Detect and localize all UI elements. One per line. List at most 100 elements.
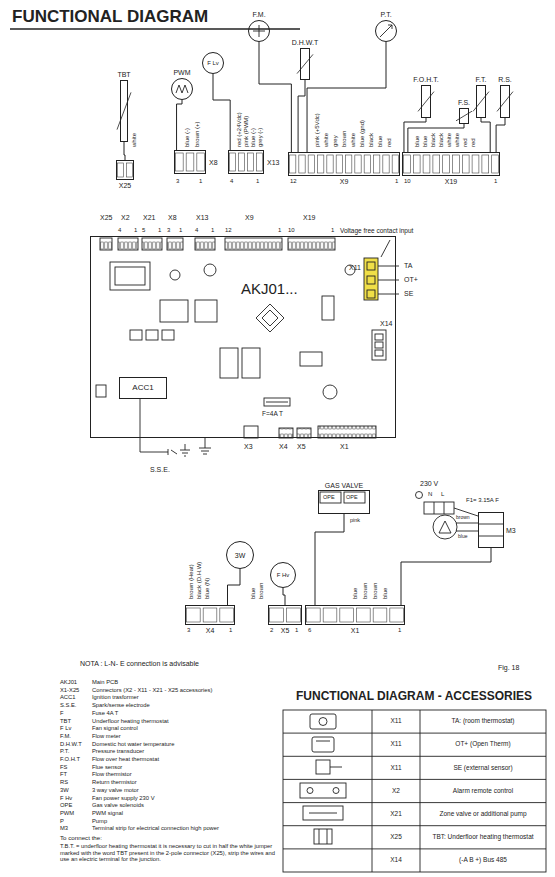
wire-colour-label: red (+24Vdc) (236, 111, 242, 148)
label-text: X21 (390, 811, 402, 818)
node-label: X8 (209, 159, 218, 166)
label-text: 1 (331, 227, 334, 233)
line-art (287, 608, 301, 622)
label-text: OT+ (Open Therm) (455, 741, 510, 748)
label-text: X2 (392, 788, 400, 795)
pcb-parts (364, 258, 378, 300)
label-text: X1-X25 (60, 688, 79, 694)
label-text: 1 (229, 627, 232, 633)
power-parts (344, 492, 365, 503)
label-text: SE (external sensor) (453, 765, 512, 772)
fan-circle: PWM (171, 78, 193, 100)
line-art (473, 92, 489, 112)
label-text: Ignition trasformer (92, 695, 139, 701)
node-label: X9 (340, 178, 349, 185)
node-label: M3 (506, 527, 516, 534)
label-text: F.M. (60, 734, 71, 740)
label-text: T.B.T. = underfloor heating thermostat i… (60, 843, 276, 863)
label-text: blue (458, 534, 467, 539)
line-art (187, 608, 201, 622)
line-art (418, 92, 434, 112)
line-art (443, 155, 450, 173)
label-text: Flow meter (92, 734, 121, 740)
power-parts (434, 502, 435, 514)
pcb-parts (372, 330, 386, 360)
wire-connector (228, 569, 241, 605)
wire-colour-label: brown (341, 130, 347, 148)
accessories-table (333, 788, 339, 794)
line-art (203, 608, 217, 622)
wire-colour-label: grey (332, 134, 338, 148)
label-text: 10 (404, 178, 411, 184)
label-text: AKJ01 (60, 680, 77, 686)
line-art (390, 608, 404, 622)
label-text: 4 (230, 178, 233, 184)
line-art (257, 153, 263, 171)
wire-connector (315, 514, 344, 605)
wire-colour-label: brown (362, 582, 368, 600)
node-label: X19 (445, 178, 457, 185)
label-text: X2 (121, 214, 130, 221)
pcb-parts (180, 444, 190, 456)
label-text: Main PCB (92, 680, 118, 686)
pcb-parts (300, 352, 322, 366)
label-text: F Hv (60, 796, 72, 802)
label-text: 1 (395, 178, 398, 184)
node-outline (268, 605, 302, 625)
label-text: 1 (134, 227, 137, 233)
label-text: P (60, 819, 64, 825)
node-label: AKJ01... (241, 281, 298, 296)
label-text: X3 (244, 443, 253, 450)
label-text: 4 (195, 227, 198, 233)
fan-circle: F Lv (202, 52, 224, 74)
figure-caption: Fig. 18 (498, 664, 519, 671)
line-art (186, 606, 235, 625)
pcb-parts (225, 238, 282, 250)
label-text: 1 (179, 227, 182, 233)
label-text: X11 (390, 765, 401, 772)
connector-plug: X1 (305, 605, 405, 625)
pcb-parts (367, 290, 375, 298)
node-outline (174, 150, 206, 174)
accessories-table (327, 829, 328, 844)
pcb-parts (367, 262, 375, 270)
wire-colour-label: blue (377, 135, 383, 148)
node-outline (116, 160, 134, 180)
label-text: Fan signal control (92, 726, 138, 732)
line-art (186, 153, 194, 171)
label-text: FT (60, 772, 67, 778)
node-outline (171, 78, 193, 100)
wire-colour-label: white (131, 132, 137, 148)
label-text: TBT (60, 719, 71, 725)
wire-connector (283, 588, 285, 605)
line-art (289, 153, 400, 176)
sensor-probe: F.T. (476, 85, 486, 118)
node-label: D.H.W.T (292, 39, 318, 46)
node-label: X1 (351, 627, 360, 634)
wire-colour-label: red (462, 137, 468, 148)
line-art (482, 155, 489, 173)
node-label: X13 (267, 159, 279, 166)
power-parts (416, 492, 423, 499)
accessories-table (307, 788, 313, 794)
label-text: X21 (143, 214, 155, 221)
label-text: X25 (390, 834, 402, 841)
line-art (327, 155, 333, 173)
label-text: OPE (60, 803, 72, 809)
pcb-parts (322, 296, 334, 320)
wire-colour-label: black (D.H.W) (196, 561, 202, 600)
pcb-parts (279, 428, 293, 438)
line-art (172, 79, 193, 100)
accessories-table (420, 710, 421, 872)
line-art (423, 155, 430, 173)
label-text: F.O.H.T (60, 757, 80, 763)
node-label: F.T. (476, 76, 487, 83)
sensor-symbols (380, 25, 392, 37)
pcb-parts (167, 238, 183, 250)
wire-connector (124, 142, 125, 160)
label-text: X14 (390, 857, 402, 864)
wire-colour-label: blue (414, 135, 420, 148)
accessories-table (283, 710, 546, 872)
pcb-parts (318, 426, 376, 438)
node-outline (228, 150, 264, 174)
